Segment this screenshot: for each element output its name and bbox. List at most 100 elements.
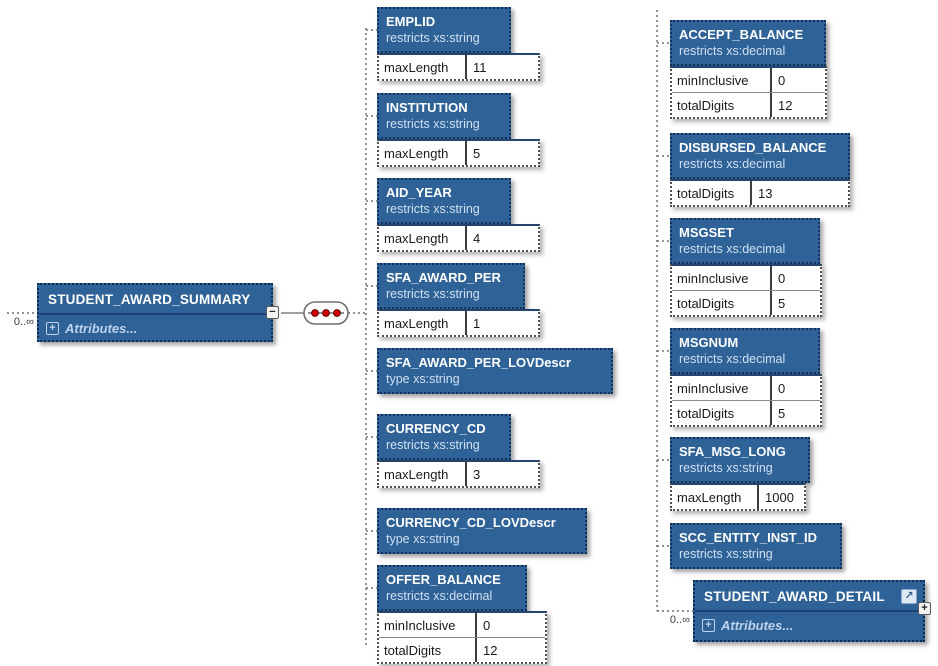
element-name: SFA_AWARD_PER_LOVDescr	[386, 355, 571, 370]
element-name: DISBURSED_BALANCE	[679, 140, 827, 155]
root-element-name: STUDENT_AWARD_SUMMARY	[48, 291, 251, 307]
detail-element-name: STUDENT_AWARD_DETAIL	[704, 588, 885, 604]
element-header[interactable]: OFFER_BALANCE restricts xs:decimal	[377, 565, 527, 611]
element-node-offer-balance[interactable]: OFFER_BALANCE restricts xs:decimal minIncl…	[377, 565, 547, 664]
facet-value: 3	[473, 466, 481, 482]
facet-row: maxLength 1000	[672, 485, 804, 509]
element-node-msgset[interactable]: MSGSET restricts xs:decimal minInclusive 0 t…	[670, 218, 822, 317]
element-type: restricts xs:decimal	[386, 589, 493, 603]
facet-name: totalDigits	[672, 181, 752, 205]
facet-name: maxLength	[672, 485, 759, 509]
facet-value: 13	[758, 185, 773, 201]
expand-button[interactable]: +	[918, 602, 931, 615]
facet-name: maxLength	[379, 226, 467, 250]
element-name: ACCEPT_BALANCE	[679, 27, 804, 42]
element-node-student-award-detail[interactable]: STUDENT_AWARD_DETAIL ↗ + Attributes... +	[693, 580, 931, 642]
facet-value: 0	[778, 270, 786, 286]
element-type: restricts xs:string	[386, 31, 480, 45]
facet-row: maxLength 1	[379, 311, 538, 335]
element-node-student-award-summary[interactable]: STUDENT_AWARD_SUMMARY + Attributes... −	[37, 283, 279, 342]
attributes-expander-icon[interactable]: +	[702, 619, 715, 632]
facet-name: maxLength	[379, 55, 467, 79]
facet-value: 1	[473, 315, 481, 331]
collapse-button[interactable]: −	[266, 306, 279, 319]
element-type: type xs:string	[386, 372, 460, 386]
element-node-accept-balance[interactable]: ACCEPT_BALANCE restricts xs:decimal minInc…	[670, 20, 827, 119]
attributes-label: Attributes...	[65, 321, 138, 336]
attributes-expander-icon[interactable]: +	[46, 322, 59, 335]
facet-value: 5	[473, 145, 481, 161]
element-name: CURRENCY_CD_LOVDescr	[386, 515, 556, 530]
element-header[interactable]: MSGSET restricts xs:decimal	[670, 218, 820, 264]
facet-name: minInclusive	[672, 376, 772, 400]
facet-name: totalDigits	[672, 93, 772, 117]
facet-value: 1000	[765, 489, 794, 505]
element-type: restricts xs:string	[386, 287, 480, 301]
sequence-icon[interactable]	[303, 301, 349, 325]
element-name: OFFER_BALANCE	[386, 572, 501, 587]
detail-cardinality-label: 0..∞	[669, 614, 690, 626]
element-type: restricts xs:string	[386, 438, 480, 452]
external-ref-icon: ↗	[901, 588, 917, 604]
facet-name: minInclusive	[672, 266, 772, 290]
element-name: EMPLID	[386, 14, 436, 29]
facet-row: maxLength 4	[379, 226, 538, 250]
element-name: CURRENCY_CD	[386, 421, 486, 436]
element-header[interactable]: CURRENCY_CD restricts xs:string	[377, 414, 511, 460]
element-type: restricts xs:string	[679, 461, 773, 475]
facet-table: maxLength 1000	[670, 483, 806, 511]
element-type: restricts xs:string	[386, 117, 480, 131]
element-header[interactable]: EMPLID restricts xs:string	[377, 7, 511, 53]
element-header[interactable]: ACCEPT_BALANCE restricts xs:decimal	[670, 20, 826, 66]
facet-table: totalDigits 13	[670, 179, 850, 207]
facet-value: 4	[473, 230, 481, 246]
element-type: restricts xs:decimal	[679, 242, 786, 256]
element-type: restricts xs:decimal	[679, 44, 786, 58]
facet-row: totalDigits 13	[672, 181, 848, 205]
facet-value: 12	[483, 642, 498, 658]
facet-name: maxLength	[379, 311, 467, 335]
facet-row: maxLength 5	[379, 141, 538, 165]
facet-value: 5	[778, 295, 786, 311]
facet-name: minInclusive	[672, 68, 772, 92]
element-type: restricts xs:string	[386, 202, 480, 216]
facet-value: 0	[778, 380, 786, 396]
element-type: type xs:string	[386, 532, 460, 546]
facet-table: maxLength 5	[377, 139, 540, 167]
facet-name: maxLength	[379, 141, 467, 165]
element-name: MSGSET	[679, 225, 734, 240]
